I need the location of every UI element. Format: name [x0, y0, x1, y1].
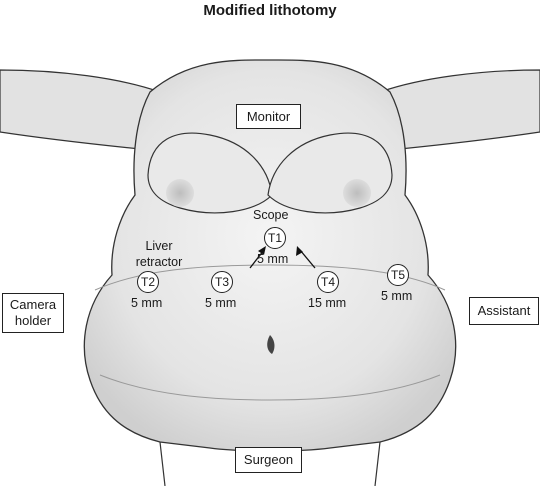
diagram-title: Modified lithotomy — [203, 2, 337, 19]
scope-label: Scope — [253, 208, 289, 222]
assistant-box: Assistant — [469, 297, 539, 325]
navel-shape — [267, 335, 275, 354]
port-t5: T5 — [387, 264, 409, 286]
arrowhead-left — [258, 246, 266, 255]
left-areola — [166, 179, 194, 207]
arrowhead-right — [296, 246, 303, 256]
leg-lines — [159, 441, 381, 486]
liver-retractor-line2: retractor — [135, 254, 183, 269]
right-areola — [343, 179, 371, 207]
arrow-t4-to-t1 — [299, 249, 316, 269]
port-t4: T4 — [317, 271, 339, 293]
monitor-box: Monitor — [236, 104, 301, 129]
lower-abdomen-fold — [99, 374, 441, 401]
port-t3-size: 5 mm — [205, 296, 237, 310]
port-t1-size: 5 mm — [257, 252, 289, 266]
port-t2-size: 5 mm — [131, 296, 163, 310]
port-t5-size: 5 mm — [381, 289, 413, 303]
port-t1: T1 — [264, 227, 286, 249]
port-t4-size: 15 mm — [308, 296, 347, 310]
camera-holder-box: Camera holder — [2, 293, 64, 333]
port-t2: T2 — [137, 271, 159, 293]
liver-retractor-label: Liver retractor — [128, 239, 190, 270]
surgeon-box: Surgeon — [235, 447, 302, 473]
liver-retractor-line1: Liver — [145, 239, 173, 253]
port-t3: T3 — [211, 271, 233, 293]
